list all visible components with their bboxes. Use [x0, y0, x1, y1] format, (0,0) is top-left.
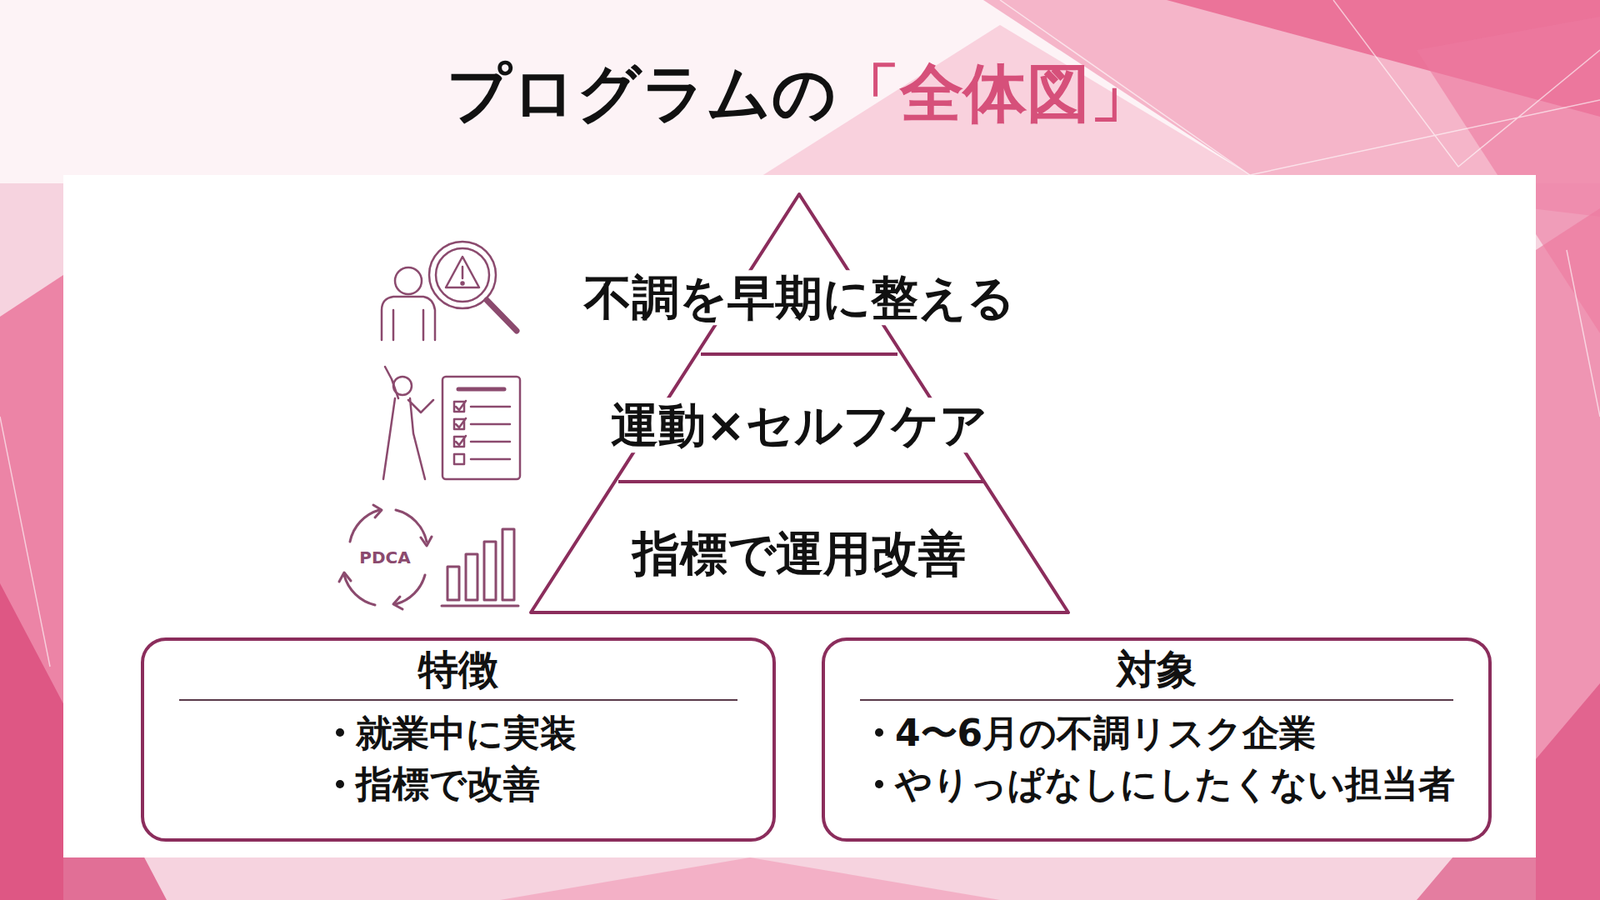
- bullet-item: 4〜6月の不調リスク企業: [875, 707, 1455, 760]
- bullet-dot: [875, 780, 884, 789]
- divider-line: [860, 699, 1454, 701]
- bullet-item: 指標で改善: [335, 758, 740, 810]
- bullet-dot: [335, 728, 345, 737]
- title-highlight: 「全体図」: [836, 51, 1154, 138]
- icon-label: PDCA: [359, 547, 410, 568]
- pyramid-band: 運動×セルフケア: [607, 398, 991, 454]
- bullet-text: 指標で改善: [355, 758, 540, 810]
- band-label: 不調を早期に整える: [580, 270, 1019, 325]
- info-box: 対象 4〜6月の不調リスク企業やりっぱなしにしたくない担当者: [821, 637, 1492, 842]
- pyramid-band: 指標で運用改善: [629, 526, 970, 582]
- box-heading: 対象: [850, 645, 1464, 700]
- bullet-text: やりっぱなしにしたくない担当者: [895, 758, 1455, 810]
- bullet-item: やりっぱなしにしたくない担当者: [875, 758, 1455, 810]
- info-box: 特徴就業中に実装指標で改善: [140, 637, 776, 842]
- bullet-dot: [875, 728, 884, 737]
- pyramid-band: 不調を早期に整える: [580, 270, 1019, 326]
- pyramid-outline: [530, 194, 1069, 613]
- bullet-item: 就業中に実装: [335, 707, 740, 760]
- bullet-text: 就業中に実装: [355, 707, 577, 760]
- bullet-dot: [335, 780, 345, 789]
- pdca-chart-icon: [339, 505, 519, 610]
- warning-icon: [381, 241, 517, 340]
- bullet-text: 4〜6月の不調リスク企業: [895, 707, 1316, 760]
- title: プログラムの: [446, 51, 837, 138]
- bullet-list: 就業中に実装指標で改善: [169, 707, 748, 810]
- band-label: 指標で運用改善: [629, 525, 970, 581]
- divider-line: [179, 699, 738, 701]
- box-heading: 特徴: [169, 645, 748, 700]
- stretch-checklist-icon: [383, 366, 520, 480]
- page-header: プログラムの「全体図」: [0, 51, 1600, 138]
- band-label: 運動×セルフケア: [607, 397, 991, 453]
- bullet-list: 4〜6月の不調リスク企業やりっぱなしにしたくない担当者: [850, 707, 1464, 810]
